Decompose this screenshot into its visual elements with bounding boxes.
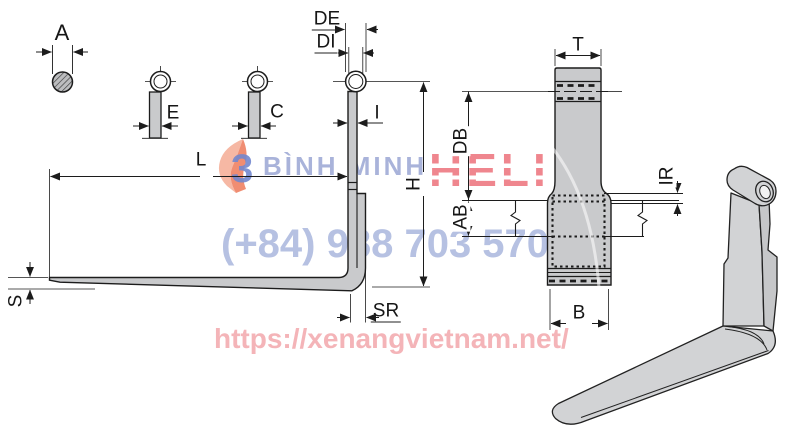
front-view (462, 49, 683, 330)
break-line-left (510, 200, 521, 237)
binh-minh-logo-icon: 3 (214, 138, 262, 199)
dim-label-t: T (572, 34, 584, 56)
break-line-right (637, 200, 648, 237)
logo-flame-dark (230, 139, 247, 193)
fork3d-shank-side (758, 198, 778, 332)
fork3d-bend-line (724, 328, 768, 351)
dim-label-de: DE (311, 8, 343, 31)
fork-side-outline (48, 90, 367, 292)
dim-label-sr: SR (370, 300, 402, 323)
dim-label-c: C (270, 101, 284, 123)
section-c-view (232, 66, 276, 139)
round-bar-section (51, 71, 74, 93)
fork3d-bend-line-2 (727, 326, 765, 345)
dim-label-h: H (403, 175, 425, 193)
dim-label-s: S (5, 292, 27, 310)
side-view (8, 23, 430, 323)
dim-label-a: A (54, 20, 70, 45)
logo-flame-light (218, 139, 243, 193)
logo-flame-icon: 3 (218, 139, 253, 193)
dim-label-b: B (572, 302, 586, 324)
dim-label-l: L (195, 149, 207, 171)
dim-label-ir: IR (656, 164, 678, 188)
e-bar (148, 91, 162, 139)
dim-label-ab: AB (450, 202, 472, 232)
shank-front-outline (546, 67, 612, 286)
dim-label-i: I (374, 102, 380, 124)
fork-3d-view (551, 165, 778, 425)
logo-glyph: 3 (231, 147, 253, 191)
section-a-view (36, 45, 88, 93)
fork3d-tube-hole (759, 184, 771, 200)
fork3d-blade-edge (580, 350, 769, 418)
watermark-phone-text: (+84) 988 703 570 (221, 222, 550, 266)
hidden-hook-outline (551, 194, 606, 268)
fork3d-blade (551, 325, 776, 425)
watermark-url-text: https://xenangvietnam.net/ (214, 323, 569, 354)
section-e-view (133, 66, 178, 139)
highlight-arc (486, 95, 601, 289)
dim-label-e: E (166, 102, 180, 124)
fork3d-shank-front (722, 192, 765, 327)
watermark-heli-text: HELI (429, 144, 550, 196)
dim-label-db: DB (450, 125, 472, 157)
fork-eye-inner (348, 74, 364, 89)
dim-label-di: DI (314, 31, 338, 54)
c-bar (247, 91, 261, 139)
